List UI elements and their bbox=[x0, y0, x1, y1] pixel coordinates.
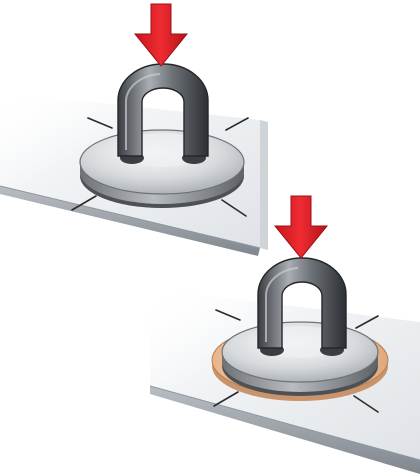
crosshair-lines-bottom bbox=[213, 309, 379, 413]
disc-bottom bbox=[221, 321, 379, 396]
disc-top bbox=[79, 129, 245, 208]
down-arrow-icon bbox=[133, 3, 189, 67]
panel-bottom bbox=[149, 195, 420, 474]
u-loop-icon-bottom bbox=[257, 257, 347, 356]
panel-top bbox=[0, 3, 268, 256]
crosshair-lines-top bbox=[71, 117, 249, 217]
down-arrow-icon-bottom bbox=[273, 195, 329, 259]
u-loop-icon bbox=[117, 63, 209, 164]
